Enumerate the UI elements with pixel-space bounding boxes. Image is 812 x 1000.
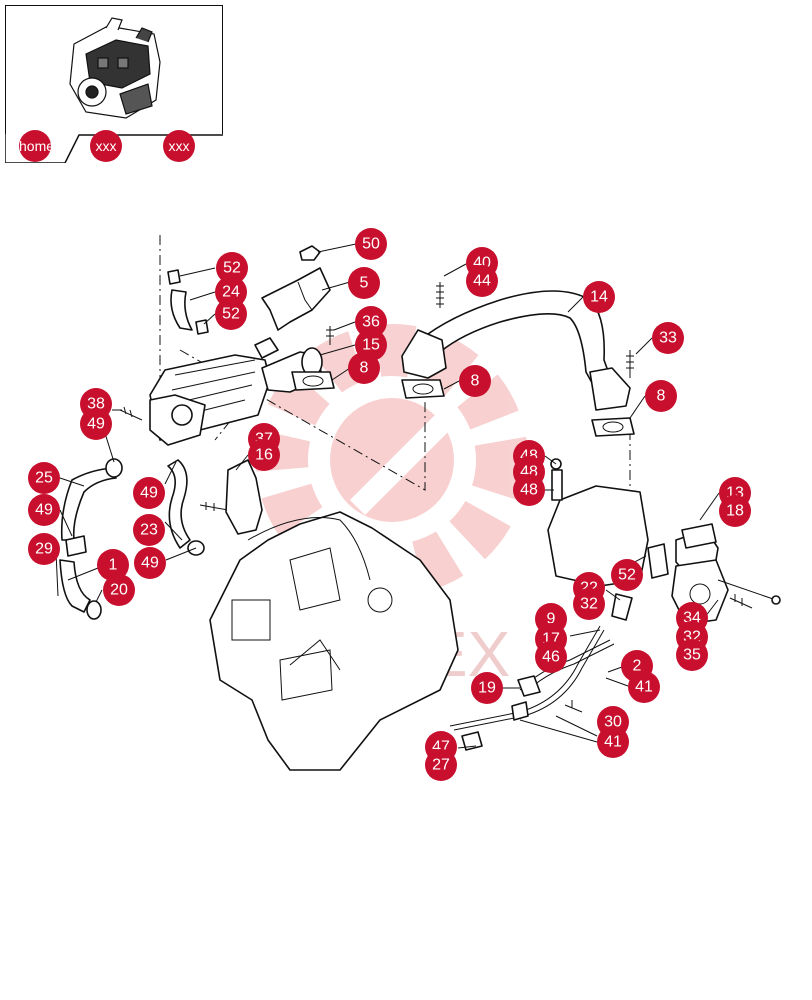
svg-text:33: 33 (659, 330, 677, 347)
callout-29[interactable]: 29 (28, 533, 60, 565)
breadcrumb-level1-button[interactable]: xxx (90, 130, 122, 162)
svg-text:41: 41 (604, 734, 622, 751)
svg-text:46: 46 (542, 649, 560, 666)
svg-text:8: 8 (471, 373, 480, 390)
callout-49[interactable]: 49 (133, 477, 165, 509)
svg-text:9: 9 (547, 611, 556, 628)
callout-44[interactable]: 44 (466, 265, 498, 297)
callout-52[interactable]: 52 (611, 559, 643, 591)
svg-text:15: 15 (362, 337, 380, 354)
hose-clamp-upper (167, 269, 181, 285)
home-button[interactable]: home (19, 130, 54, 162)
svg-text:35: 35 (683, 647, 701, 664)
svg-text:49: 49 (35, 502, 53, 519)
engine-thumbnail-image (69, 17, 161, 119)
svg-text:30: 30 (604, 714, 622, 731)
svg-text:52: 52 (222, 306, 240, 323)
callout-19[interactable]: 19 (471, 672, 503, 704)
svg-text:32: 32 (580, 596, 598, 613)
svg-text:52: 52 (618, 567, 636, 584)
svg-text:36: 36 (362, 314, 380, 331)
breadcrumb-tabs-outline (5, 133, 223, 163)
svg-text:8: 8 (657, 388, 666, 405)
svg-text:50: 50 (362, 236, 380, 253)
callout-52[interactable]: 52 (216, 252, 248, 284)
svg-text:20: 20 (110, 582, 128, 599)
svg-text:48: 48 (520, 482, 538, 499)
callout-24[interactable]: 24 (215, 276, 247, 308)
small-hose-part (170, 289, 193, 331)
svg-text:44: 44 (473, 273, 491, 290)
callout-33[interactable]: 33 (652, 322, 684, 354)
gasket-parts (291, 371, 635, 437)
callout-16[interactable]: 16 (248, 439, 280, 471)
callout-49[interactable]: 49 (80, 408, 112, 440)
callout-32[interactable]: 32 (573, 588, 605, 620)
callout-25[interactable]: 25 (28, 462, 60, 494)
callout-14[interactable]: 14 (583, 281, 615, 313)
callout-8[interactable]: 8 (645, 380, 677, 412)
coolant-hoses (59, 458, 205, 620)
svg-text:49: 49 (140, 485, 158, 502)
svg-text:49: 49 (141, 555, 159, 572)
callout-18[interactable]: 18 (719, 495, 751, 527)
callout-49[interactable]: 49 (134, 547, 166, 579)
svg-text:16: 16 (255, 447, 273, 464)
callout-5[interactable]: 5 (348, 267, 380, 299)
svg-text:19: 19 (478, 680, 496, 697)
bolt-parts (119, 282, 753, 713)
breadcrumb-level2-button[interactable]: xxx (163, 130, 195, 162)
svg-text:18: 18 (726, 503, 744, 520)
callout-35[interactable]: 35 (676, 639, 708, 671)
bracket-part (225, 459, 263, 535)
svg-text:29: 29 (35, 541, 53, 558)
callout-20[interactable]: 20 (103, 574, 135, 606)
svg-text:5: 5 (360, 275, 369, 292)
callout-46[interactable]: 46 (535, 641, 567, 673)
svg-text:52: 52 (223, 260, 241, 277)
engine-block-outline (209, 511, 459, 771)
svg-text:49: 49 (87, 416, 105, 433)
callout-41[interactable]: 41 (628, 671, 660, 703)
callout-52[interactable]: 52 (215, 298, 247, 330)
svg-text:8: 8 (360, 360, 369, 377)
svg-text:24: 24 (222, 284, 240, 301)
callout-8[interactable]: 8 (459, 365, 491, 397)
svg-text:23: 23 (140, 522, 158, 539)
callout-27[interactable]: 27 (425, 749, 457, 781)
svg-text:38: 38 (87, 396, 105, 413)
callout-50[interactable]: 50 (355, 228, 387, 260)
callout-23[interactable]: 23 (133, 514, 165, 546)
callout-48[interactable]: 48 (513, 474, 545, 506)
callout-41[interactable]: 41 (597, 726, 629, 758)
svg-text:2: 2 (633, 658, 642, 675)
svg-text:27: 27 (432, 757, 450, 774)
svg-text:25: 25 (35, 470, 53, 487)
svg-text:14: 14 (590, 289, 608, 306)
callout-49[interactable]: 49 (28, 494, 60, 526)
svg-text:41: 41 (635, 679, 653, 696)
thumbnail-frame (5, 5, 223, 134)
callout-8[interactable]: 8 (348, 352, 380, 384)
svg-text:1: 1 (109, 557, 118, 574)
callout-36[interactable]: 36 (355, 306, 387, 338)
thumbnail-panel: home xxx xxx (5, 5, 223, 163)
cap-part (299, 245, 321, 261)
heat-shield-part (261, 267, 331, 331)
callout-1[interactable]: 1 (97, 549, 129, 581)
egr-pipe-part (401, 290, 631, 411)
